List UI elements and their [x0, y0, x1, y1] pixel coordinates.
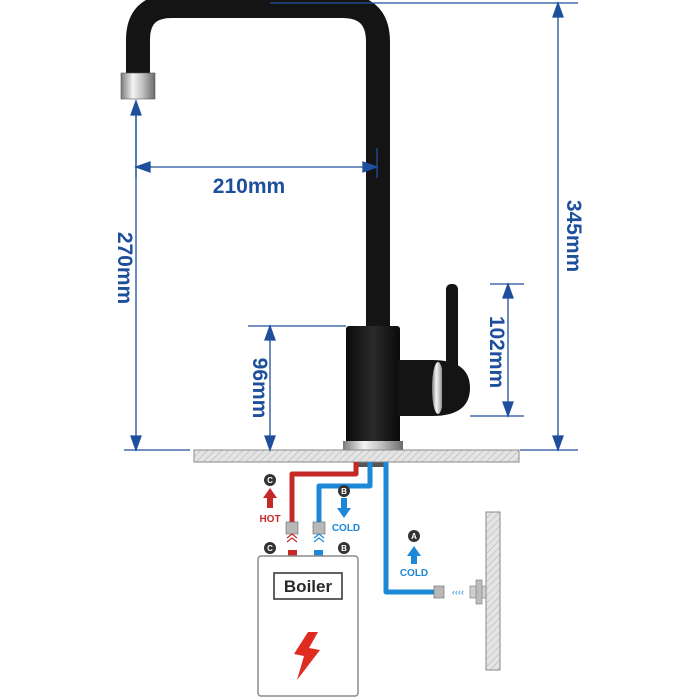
hot-hose	[289, 462, 359, 522]
hot-label: HOT	[259, 514, 280, 525]
boiler-label: Boiler	[284, 577, 333, 596]
badge-c-bottom: C	[264, 542, 276, 554]
hot-arrow-icon	[263, 488, 277, 508]
svg-text:C: C	[267, 544, 273, 553]
svg-text:B: B	[341, 544, 347, 553]
dimension-270mm: 270mm	[113, 232, 136, 304]
boiler-label-box	[273, 572, 343, 600]
wall-valve	[469, 579, 487, 605]
badge-b-top: B	[338, 485, 350, 497]
dimension-lines	[124, 1, 578, 452]
dimension-210mm: 210mm	[213, 175, 285, 198]
cold-arrow-b-icon	[337, 498, 351, 518]
cold-arrow-a-icon	[407, 546, 421, 564]
dimension-102mm: 102mm	[485, 316, 508, 388]
boiler: Boiler	[257, 550, 359, 697]
lightning-icon	[294, 632, 320, 680]
badge-c-top: C	[264, 474, 276, 486]
lever-chrome-ring	[432, 362, 444, 414]
svg-text:‹‹‹‹: ‹‹‹‹	[452, 587, 464, 597]
aerator	[120, 72, 156, 100]
cold-label-a: COLD	[400, 568, 428, 579]
cold-label-b: COLD	[332, 523, 360, 534]
svg-text:B: B	[341, 487, 347, 496]
svg-text:A: A	[411, 532, 417, 541]
connectors: ‹‹‹‹	[285, 521, 464, 599]
dimension-345mm: 345mm	[562, 200, 585, 272]
countertop	[193, 449, 520, 463]
faucet-body	[346, 326, 400, 444]
svg-text:C: C	[267, 476, 273, 485]
dimension-96mm: 96mm	[248, 358, 271, 419]
badge-a: A	[408, 530, 420, 542]
faucet	[120, 0, 470, 467]
faucet-spout	[126, 0, 390, 330]
lever-handle	[446, 284, 458, 372]
wall	[485, 511, 501, 671]
base-chrome-ring	[343, 441, 403, 450]
badge-b-bottom: B	[338, 542, 350, 554]
cold-hose-a	[383, 462, 436, 595]
